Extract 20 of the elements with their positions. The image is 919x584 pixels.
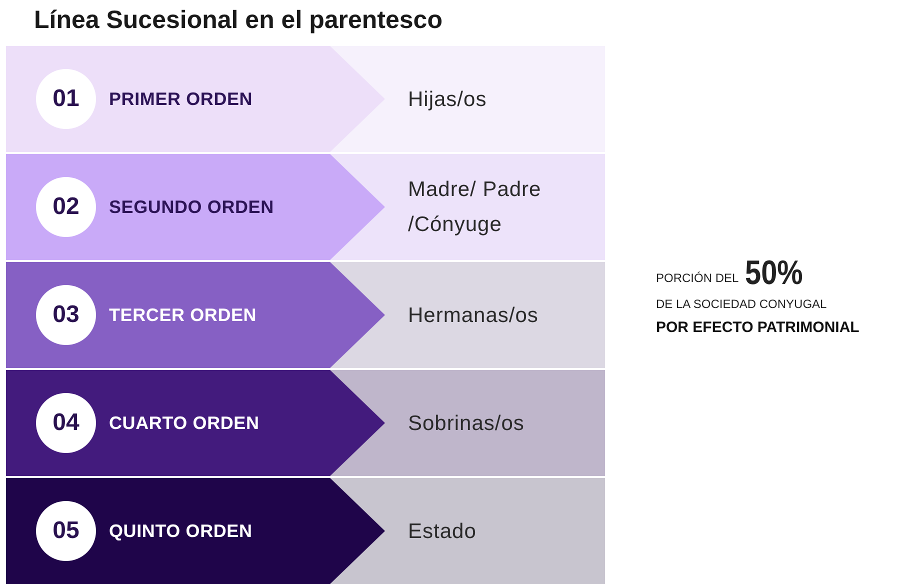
heir-text: Hijas/os — [408, 86, 488, 112]
note-text: DE LA SOCIEDAD CONYUGAL — [656, 296, 828, 313]
percentage-text: 50% — [744, 255, 803, 291]
chevron-band — [6, 370, 385, 476]
note-text: PORCIÓN DEL — [656, 270, 739, 287]
order-label: TERCER ORDEN — [109, 304, 257, 326]
heir-text: Estado — [408, 518, 478, 544]
order-label: QUINTO ORDEN — [109, 520, 252, 542]
chevron-band — [6, 262, 385, 368]
chevron-band — [6, 46, 385, 152]
chevron-band — [6, 154, 385, 260]
order-label: CUARTO ORDEN — [109, 412, 260, 434]
heir-text: Madre/ Padre /Cónyuge — [408, 177, 542, 238]
note-text: POR EFECTO PATRIMONIAL — [656, 318, 860, 338]
order-label: PRIMER ORDEN — [109, 88, 253, 110]
heir-text: Sobrinas/os — [408, 410, 526, 436]
title: Línea Sucesional en el parentesco — [34, 5, 442, 36]
heir-text: Hermanas/os — [408, 302, 540, 328]
chevron-band — [6, 478, 385, 584]
order-label: SEGUNDO ORDEN — [109, 196, 274, 218]
